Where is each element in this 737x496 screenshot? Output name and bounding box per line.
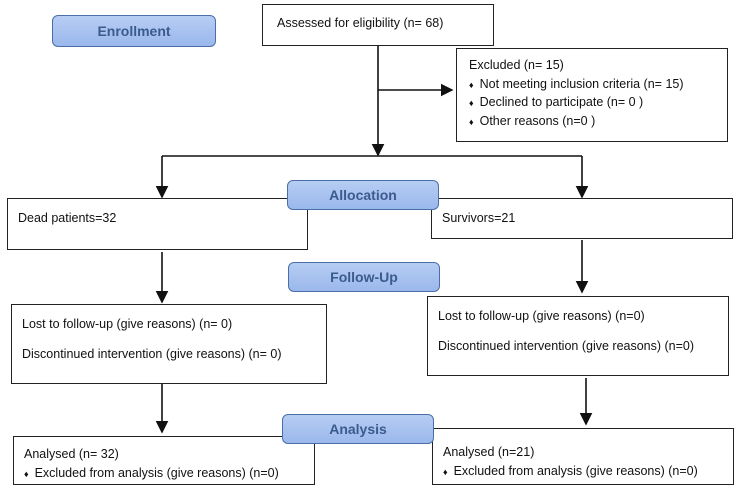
right-excluded-analysis: ♦Excluded from analysis (give reasons) (…	[443, 463, 698, 478]
left-analysed: Analysed (n= 32)	[24, 447, 119, 461]
left-discontinued: Discontinued intervention (give reasons)…	[22, 346, 282, 361]
left-allocation-box: Dead patients=32	[7, 198, 308, 250]
left-analysis-box: Analysed (n= 32) ♦Excluded from analysis…	[13, 436, 315, 485]
assessed-box: Assessed for eligibility (n= 68)	[262, 4, 494, 46]
stage-allocation-label: Allocation	[329, 187, 397, 203]
bullet-icon: ♦	[469, 98, 474, 109]
bullet-icon: ♦	[469, 79, 474, 90]
stage-enrollment-label: Enrollment	[97, 23, 171, 39]
assessed-text: Assessed for eligibility (n= 68)	[277, 16, 444, 30]
right-analysed: Analysed (n=21)	[443, 445, 535, 459]
excluded-title: Excluded (n= 15)	[469, 58, 564, 72]
excluded-item: ♦Not meeting inclusion criteria (n= 15)	[469, 76, 684, 91]
stage-enrollment: Enrollment	[52, 15, 216, 47]
left-lost-followup: Lost to follow-up (give reasons) (n= 0)	[22, 317, 233, 331]
stage-followup: Follow-Up	[288, 262, 440, 292]
bullet-icon: ♦	[469, 116, 474, 127]
bullet-icon: ♦	[443, 466, 448, 477]
stage-analysis: Analysis	[282, 414, 434, 444]
right-lost-followup: Lost to follow-up (give reasons) (n=0)	[438, 309, 645, 323]
excluded-box: Excluded (n= 15) ♦Not meeting inclusion …	[456, 48, 728, 142]
left-excluded-analysis: ♦Excluded from analysis (give reasons) (…	[24, 465, 279, 480]
excluded-item: ♦Declined to participate (n= 0 )	[469, 95, 644, 110]
stage-followup-label: Follow-Up	[330, 269, 398, 285]
stage-allocation: Allocation	[287, 180, 439, 210]
left-followup-box: Lost to follow-up (give reasons) (n= 0) …	[11, 304, 327, 384]
right-discontinued: Discontinued intervention (give reasons)…	[438, 338, 695, 353]
stage-analysis-label: Analysis	[329, 421, 387, 437]
right-allocation-box: Survivors=21	[431, 198, 733, 239]
excluded-item: ♦Other reasons (n=0 )	[469, 113, 596, 128]
bullet-icon: ♦	[24, 468, 29, 479]
left-allocation-text: Dead patients=32	[18, 211, 117, 225]
right-followup-box: Lost to follow-up (give reasons) (n=0) D…	[427, 296, 729, 376]
right-allocation-text: Survivors=21	[442, 211, 516, 225]
right-analysis-box: Analysed (n=21) ♦Excluded from analysis …	[432, 428, 734, 485]
